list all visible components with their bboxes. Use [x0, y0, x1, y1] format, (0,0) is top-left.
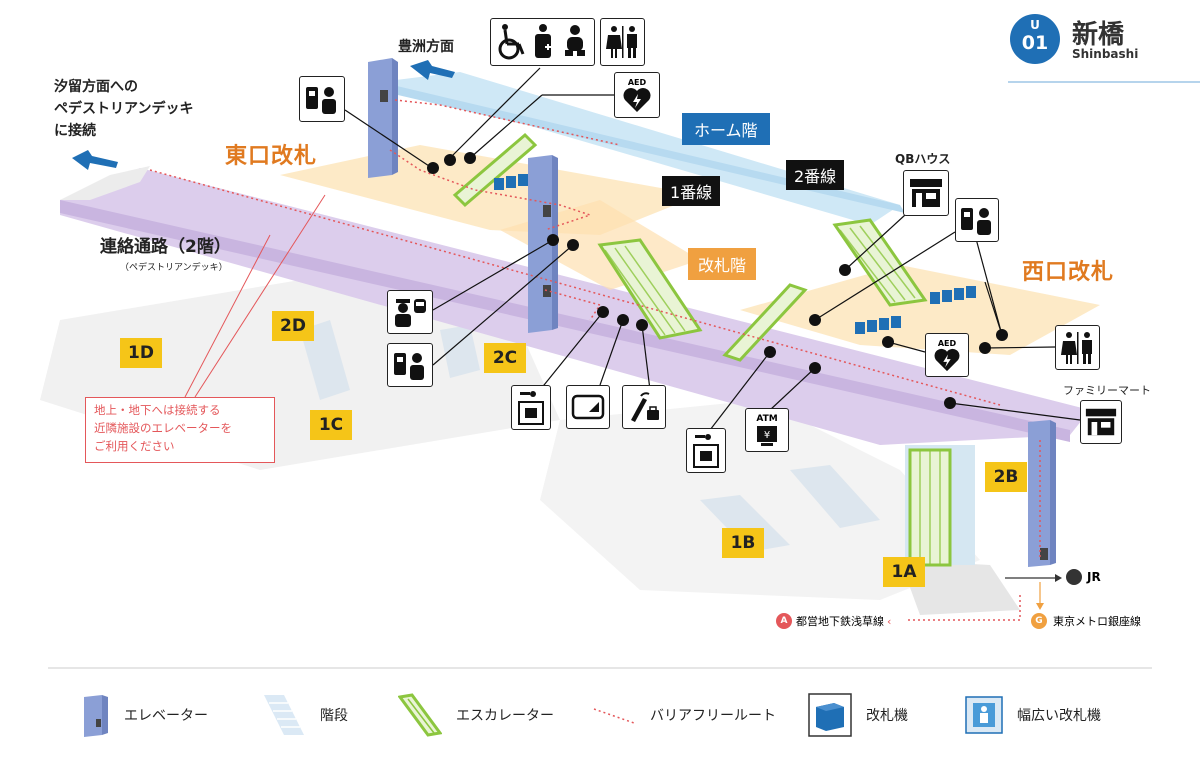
legend-label: 階段	[320, 708, 348, 724]
legend-wide-ticket-gate: 幅広い改札機	[965, 693, 1101, 737]
legend-label: 改札機	[866, 708, 908, 724]
track2-label: 2番線	[786, 160, 845, 190]
legend-elevator: エレベーター	[82, 693, 208, 737]
legend-label: 幅広い改札機	[1017, 708, 1101, 724]
stairs-icon	[264, 695, 304, 735]
aed-icon: AED	[614, 72, 660, 118]
ginza-line-badge-icon: G	[1031, 613, 1047, 629]
note-line: ご利用ください	[94, 439, 175, 453]
coin-locker-icon	[686, 428, 726, 473]
accessibility-icons	[490, 18, 595, 66]
corridor-label: 連絡通路（2階）	[100, 237, 231, 257]
legend-barrier-free: バリアフリールート	[592, 693, 776, 737]
corridor-left-curve	[60, 166, 150, 200]
exit-1C[interactable]: 1C	[310, 410, 352, 440]
train-icon	[1066, 569, 1082, 585]
legend-stairs: 階段	[262, 693, 348, 737]
platform-edge	[380, 82, 905, 213]
note-leader	[184, 194, 326, 398]
baby-icon	[564, 25, 585, 56]
escalator-icon	[398, 693, 442, 737]
legend-ticket-gate: 改札機	[808, 693, 908, 737]
legend-label: エスカレーター	[456, 708, 554, 724]
station-name-en: Shinbashi	[1072, 47, 1139, 61]
lost-found-icon	[622, 385, 666, 429]
home-floor-label: ホーム階	[682, 113, 770, 145]
west-concourse	[740, 265, 1100, 355]
wide-ticket-gate-icon	[965, 696, 1003, 734]
atm-text: ATM	[756, 413, 778, 424]
aed-icon: AED	[925, 333, 969, 377]
ground-area	[540, 400, 980, 600]
jr-transfer[interactable]: JR	[1066, 569, 1101, 585]
ostomate-icon	[534, 24, 551, 58]
gate-floor-label: 改札階	[688, 248, 757, 280]
corridor-deck	[60, 168, 1090, 445]
shiodome-direction-line1: 汐留方面への	[54, 79, 138, 95]
qb-house-shop-icon	[903, 170, 949, 216]
transfer-arrows	[1005, 574, 1062, 610]
leader-dots	[427, 152, 1008, 409]
direction-arrow-icon	[72, 60, 455, 170]
ticket-gate-icon	[494, 174, 976, 334]
line-letter: U	[1030, 18, 1040, 32]
east-gate-label: 東口改札	[225, 144, 318, 169]
asakusa-line-transfer[interactable]: A 都営地下鉄浅草線 ‹	[776, 613, 891, 629]
aed-text: AED	[627, 77, 647, 87]
family-mart-label: ファミリーマート	[1063, 384, 1151, 397]
coin-locker-icon	[511, 385, 551, 430]
west-gate-label: 西口改札	[1022, 260, 1115, 285]
toyosu-direction-label: 豊洲方面	[398, 39, 454, 55]
ticket-machine-staff-icon	[955, 198, 999, 242]
exit-1A[interactable]: 1A	[883, 557, 925, 587]
exit-1B[interactable]: 1B	[722, 528, 764, 558]
ginza-line-label: 東京メトロ銀座線	[1053, 615, 1141, 628]
elevator-icon	[84, 695, 108, 737]
ticket-gate-icon	[808, 693, 852, 737]
wheelchair-icon	[498, 29, 524, 60]
arrow-left-icon: ‹	[887, 614, 892, 628]
legend-label: エレベーター	[124, 708, 208, 724]
aed-text: AED	[937, 338, 957, 348]
barrier-free-route-icon	[149, 99, 1041, 621]
restroom-icon	[1055, 325, 1100, 370]
svg-text:¥: ¥	[764, 430, 770, 441]
ground-area	[900, 560, 1020, 615]
station-badge: U 01	[1010, 14, 1060, 64]
corridor-sub-label: （ペデストリアンデッキ）	[120, 263, 228, 273]
restroom-icon	[600, 18, 645, 66]
note-line: 近隣施設のエレベーターを	[94, 421, 232, 435]
qb-house-label: QBハウス	[895, 152, 951, 166]
jr-label: JR	[1087, 570, 1101, 584]
note-line: 地上・地下へは接続する	[94, 403, 221, 417]
exit-2B[interactable]: 2B	[985, 462, 1027, 492]
ginza-line-transfer[interactable]: G 東京メトロ銀座線	[1031, 613, 1141, 629]
asakusa-line-label: 都営地下鉄浅草線	[796, 615, 884, 628]
asakusa-line-badge-icon: A	[776, 613, 792, 629]
leader-lines	[344, 67, 1081, 431]
exit-2D[interactable]: 2D	[272, 311, 314, 341]
shiodome-direction-line2: ペデストリアンデッキ	[54, 101, 194, 117]
legend-escalator: エスカレーター	[398, 693, 554, 737]
station-staff-icon	[387, 290, 433, 334]
ticket-machine-staff-icon	[299, 76, 345, 122]
legend: エレベーター 階段 エスカレーター バリアフリールート 改札機 幅広い改札機	[0, 693, 1200, 743]
exit-2C[interactable]: 2C	[484, 343, 526, 373]
shiodome-direction-line3: に接続	[54, 123, 96, 139]
exit-1D[interactable]: 1D	[120, 338, 162, 368]
station-name: 新橋	[1072, 20, 1125, 50]
station-number: 01	[1021, 32, 1049, 54]
corridor-deck-front	[60, 200, 1070, 442]
note-box: 地上・地下へは接続する 近隣施設のエレベーターを ご利用ください	[85, 397, 275, 463]
track1-label: 1番線	[662, 176, 721, 206]
ticket-machine-staff-icon	[387, 343, 433, 387]
card-reader-icon	[566, 385, 610, 429]
legend-label: バリアフリールート	[650, 708, 776, 724]
barrier-free-route-icon	[593, 708, 635, 724]
family-mart-shop-icon	[1080, 400, 1122, 444]
atm-icon: ATM ¥	[745, 408, 789, 452]
